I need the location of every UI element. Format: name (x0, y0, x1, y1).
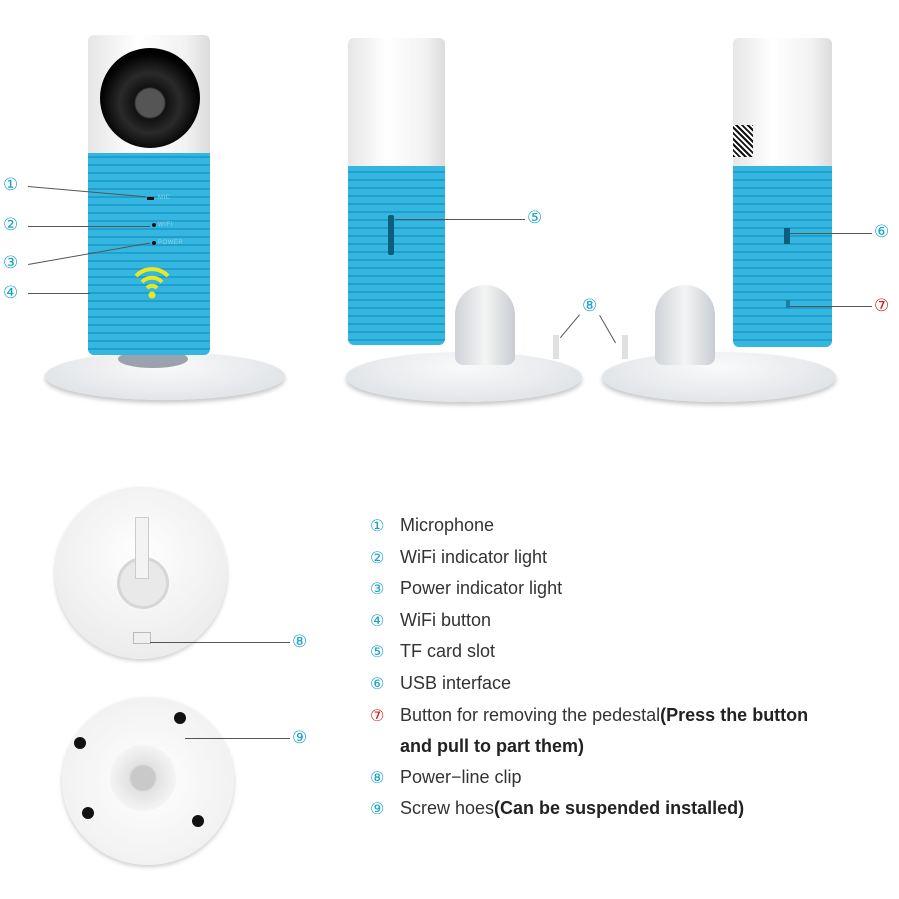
legend-item-continued: and pull to part them) (400, 736, 584, 757)
callout-1: ① (3, 175, 19, 195)
legend-num: ③ (370, 579, 385, 598)
pedestal-mount (655, 285, 715, 365)
pedestal-arm (135, 517, 149, 579)
mic-label: MIC (158, 195, 171, 201)
legend-item: ③ Power indicator light (370, 578, 562, 599)
callout-2: ② (3, 215, 19, 235)
callout-6: ⑥ (874, 222, 890, 242)
wifi-indicator (152, 223, 156, 227)
power-indicator (152, 241, 156, 245)
legend-item: ⑤ TF card slot (370, 641, 495, 662)
callout-7: ⑦ (874, 296, 890, 316)
legend-num: ⑨ (370, 799, 385, 818)
legend-label: TF card slot (400, 641, 496, 661)
screw-hole (82, 807, 94, 819)
pedestal-release-button (786, 300, 790, 308)
legend-item: ① Microphone (370, 515, 494, 536)
callout-line (790, 233, 872, 234)
callout-8: ⑧ (582, 296, 598, 316)
power-label: POWER (158, 240, 184, 246)
power-line-clip (553, 335, 559, 359)
camera-white-top (348, 38, 445, 166)
screw-hole (192, 815, 204, 827)
callout-line (599, 315, 616, 344)
base-bottom-view (62, 697, 234, 865)
pedestal-knob (117, 557, 169, 609)
legend-num: ⑧ (370, 768, 385, 787)
callout-line (790, 306, 872, 307)
camera-lens (100, 48, 200, 148)
legend-item: ⑧ Power−line clip (370, 767, 522, 788)
legend-num: ⑦ (370, 706, 385, 725)
pedestal-mount (455, 285, 515, 365)
callout-3: ③ (3, 253, 19, 273)
callout-line (185, 738, 290, 739)
legend-label: WiFi button (400, 610, 492, 630)
usb-port (784, 228, 790, 244)
legend-label: Button for removing the pedestal (400, 705, 661, 725)
legend-item: ⑦ Button for removing the pedestal(Press … (370, 705, 808, 726)
tf-card-slot (388, 215, 394, 255)
callout-8-bottom: ⑧ (292, 632, 308, 652)
legend-num: ② (370, 548, 385, 567)
legend-item: ④ WiFi button (370, 610, 491, 631)
legend-item: ② WiFi indicator light (370, 547, 547, 568)
camera-base (602, 352, 836, 402)
legend-label: Power indicator light (400, 578, 563, 598)
callout-5: ⑤ (527, 208, 543, 228)
microphone-hole (147, 197, 154, 200)
legend-label: USB interface (400, 673, 512, 693)
legend-item: ⑨ Screw hoes(Can be suspended installed) (370, 798, 744, 819)
legend-note: and pull to part them) (400, 736, 584, 756)
qr-code (733, 125, 753, 157)
wifi-button-icon (134, 267, 170, 299)
callout-4: ④ (3, 283, 19, 303)
callout-line (395, 219, 525, 220)
callout-line (28, 226, 150, 227)
screw-hole (74, 737, 86, 749)
legend-label: Power−line clip (400, 767, 522, 787)
screw-hole (174, 712, 186, 724)
camera-blue-body (348, 165, 445, 345)
legend-num: ⑤ (370, 642, 385, 661)
wifi-label: WIFI (158, 222, 173, 228)
base-top-view (55, 487, 227, 659)
center-foot (110, 745, 176, 811)
legend-label: Microphone (400, 515, 495, 535)
legend-note: (Can be suspended installed) (494, 798, 745, 818)
camera-blue-body (733, 165, 832, 347)
camera-blue-body (88, 150, 210, 355)
legend-label: Screw hoes (400, 798, 495, 818)
callout-line (150, 642, 290, 643)
callout-line (559, 314, 580, 338)
legend-num: ① (370, 516, 385, 535)
callout-line (28, 293, 90, 294)
legend-label: WiFi indicator light (400, 547, 548, 567)
power-line-clip (133, 632, 151, 644)
legend-num: ④ (370, 611, 385, 630)
legend-num: ⑥ (370, 674, 385, 693)
legend-item: ⑥ USB interface (370, 673, 511, 694)
legend-note: (Press the button (660, 705, 809, 725)
power-line-clip (622, 335, 628, 359)
callout-9: ⑨ (292, 728, 308, 748)
